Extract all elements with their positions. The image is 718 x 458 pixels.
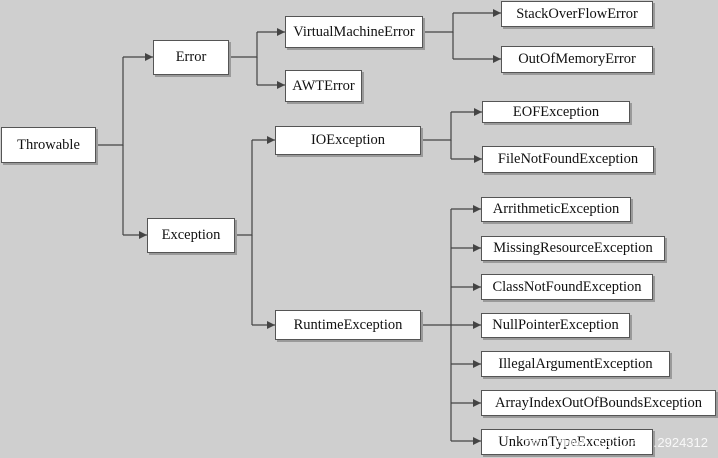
node-class-not-found-exception: ClassNotFoundException	[481, 274, 653, 300]
watermark: https://blog.csdn.net/…2924312	[524, 435, 708, 450]
node-runtime-exception: RuntimeException	[275, 310, 421, 340]
node-unknown-type-exception: UnkownTypeException	[481, 429, 653, 455]
node-virtual-machine-error: VirtualMachineError	[285, 16, 423, 48]
node-file-not-found-exception: FileNotFoundException	[482, 146, 654, 173]
node-missing-resource-exception: MissingResourceException	[481, 236, 665, 261]
node-illegal-argument-exception: IllegalArgumentException	[481, 351, 670, 377]
node-exception: Exception	[147, 218, 235, 253]
node-io-exception: IOException	[275, 126, 421, 155]
node-arithmetic-exception: ArrithmeticException	[481, 197, 631, 222]
node-throwable: Throwable	[1, 127, 96, 163]
node-out-of-memory-error: OutOfMemoryError	[501, 46, 653, 73]
node-eof-exception: EOFException	[482, 101, 630, 123]
node-error: Error	[153, 40, 229, 75]
node-stack-overflow-error: StackOverFlowError	[501, 1, 653, 27]
node-null-pointer-exception: NullPointerException	[481, 313, 630, 338]
node-array-index-out-of-bounds-exception: ArrayIndexOutOfBoundsException	[481, 390, 716, 416]
node-awt-error: AWTError	[285, 70, 362, 102]
